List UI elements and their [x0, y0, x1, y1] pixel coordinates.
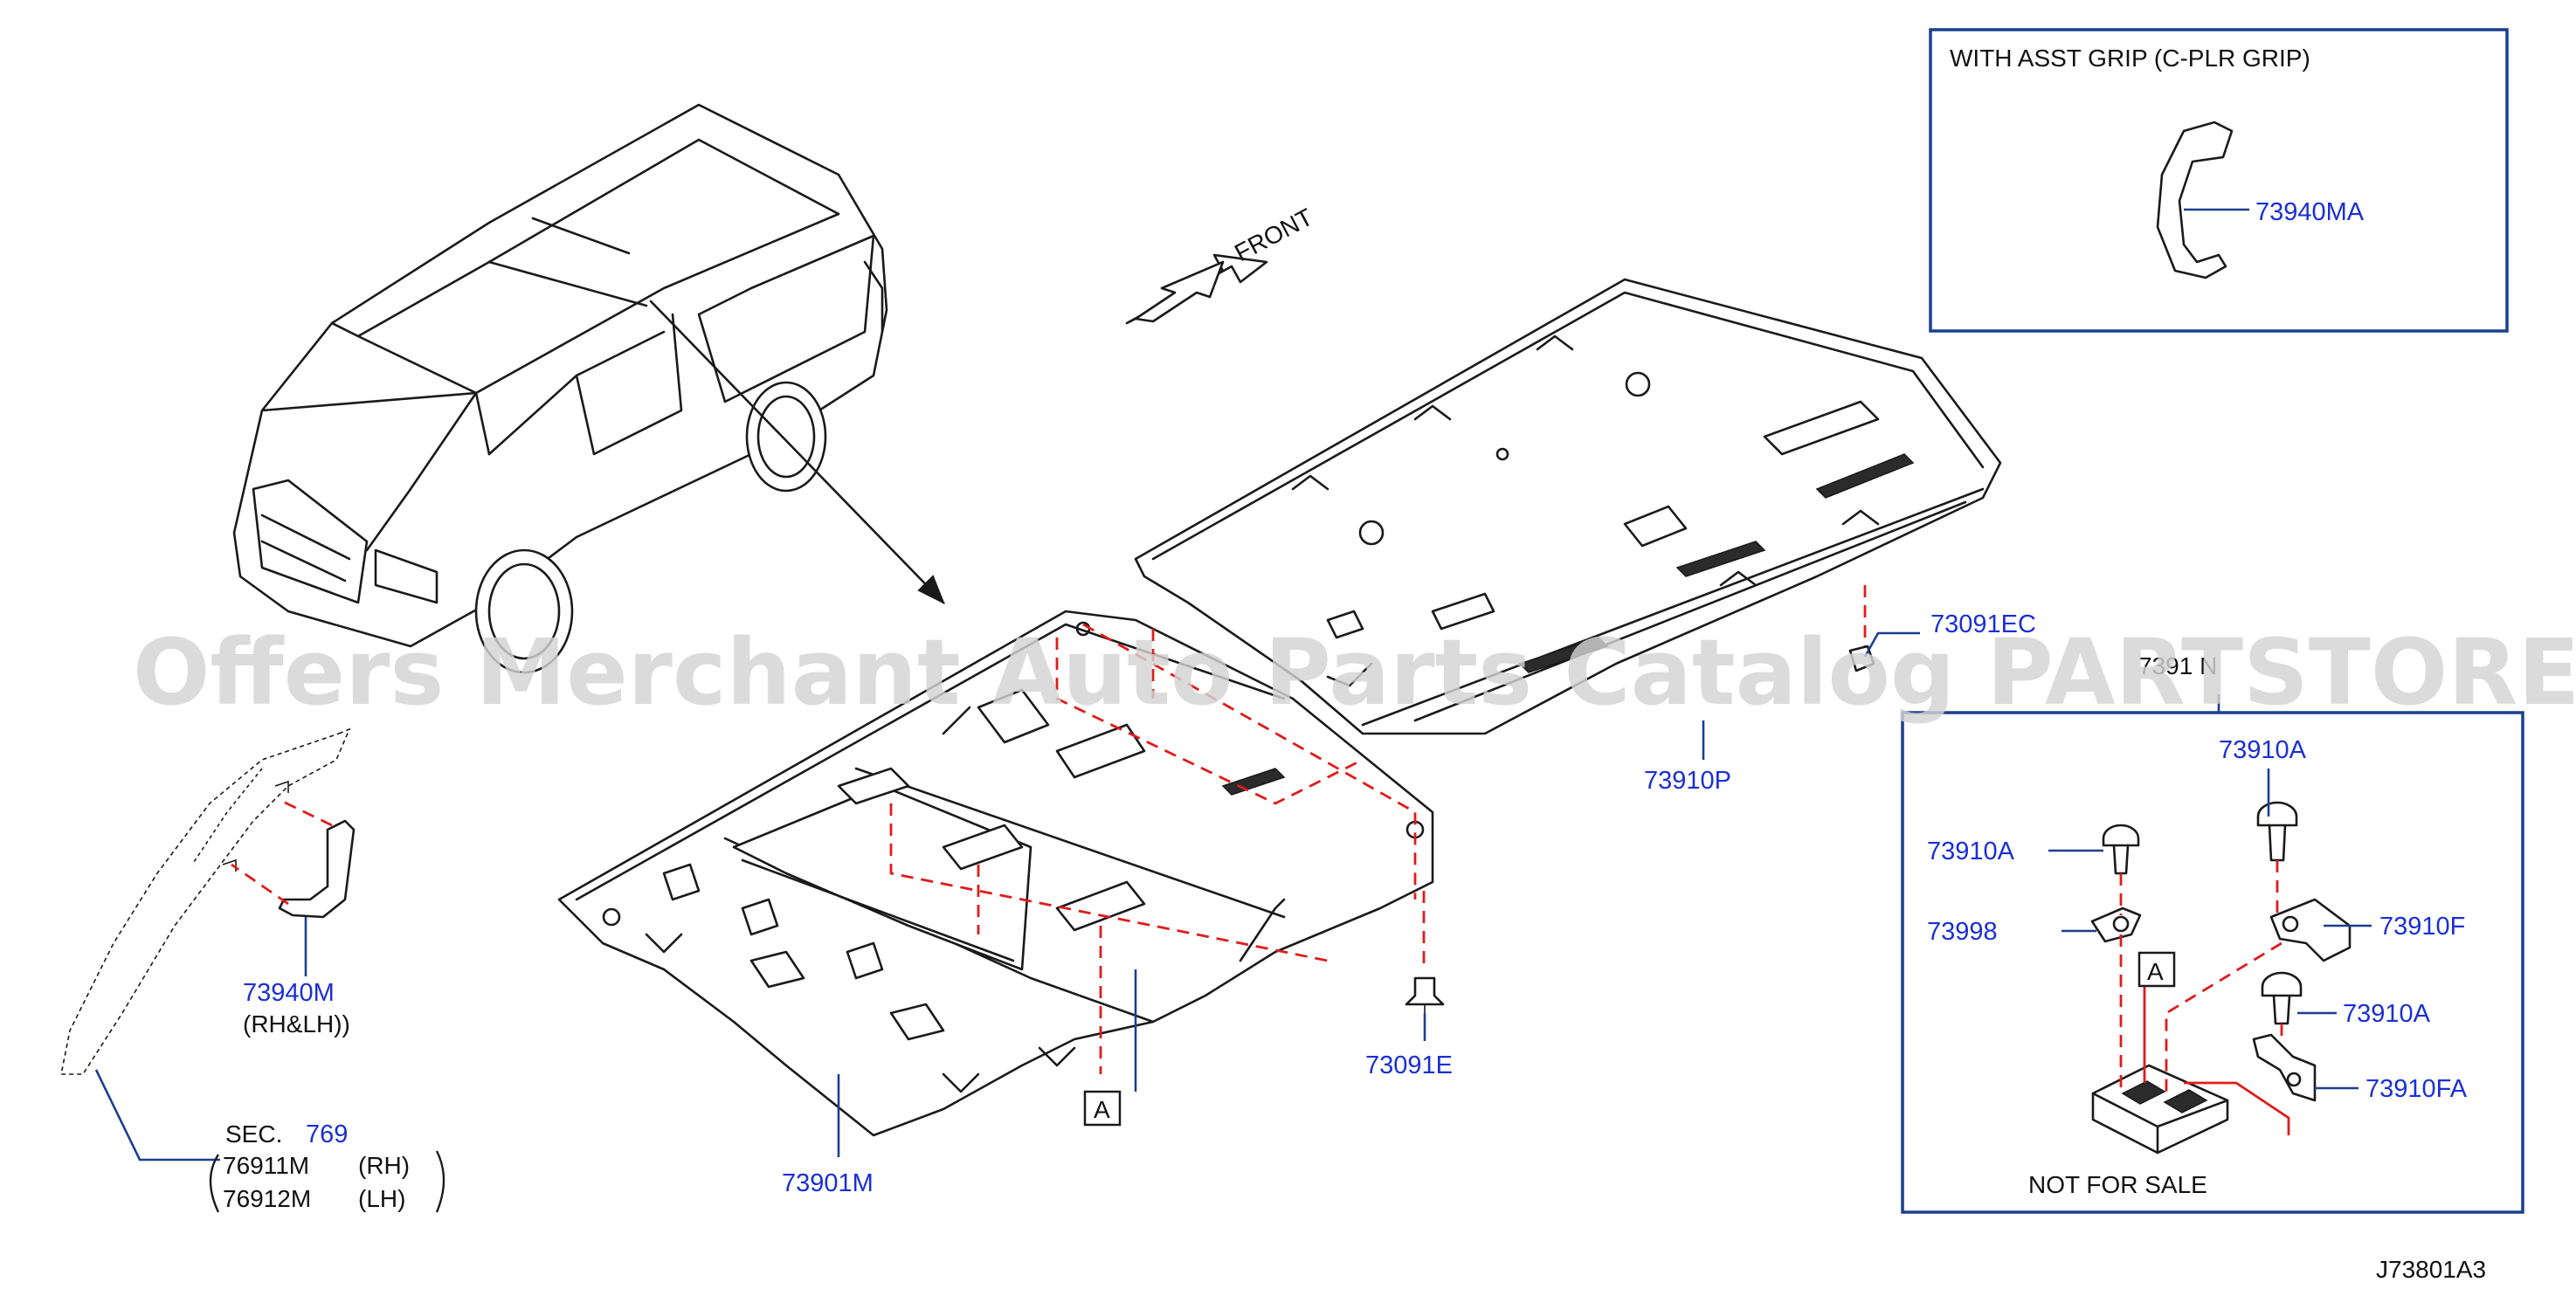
part-label-73910fa: 73910FA — [2365, 1075, 2468, 1103]
grip-73940m — [231, 797, 356, 919]
ref-marker-a-main: A — [1083, 1090, 1122, 1127]
part-label-73910f: 73910F — [2379, 913, 2465, 941]
clip-73091e — [1405, 976, 1445, 1013]
part-labels: 73901M 73910P 73091EC 73091E 73940M (RH&… — [209, 610, 2486, 1283]
part-label-73091e: 73091E — [1365, 1051, 1453, 1079]
part-label-73091ec: 73091EC — [1930, 610, 2036, 638]
front-label: FRONT — [1230, 203, 1317, 267]
part-side-lh: (LH) — [358, 1185, 405, 1212]
part-label-76912m: 76912M — [223, 1185, 311, 1212]
inset-hardware: 7391 N A NOT FOR SALE — [1901, 652, 2524, 1214]
part-label-73901m: 73901M — [782, 1169, 874, 1197]
part-label-73910a-left: 73910A — [1927, 838, 2015, 865]
part-label-73910a-top: 73910A — [2219, 736, 2307, 764]
part-label-73910p: 73910P — [1644, 767, 1731, 795]
part-label-76911m: 76911M — [223, 1152, 309, 1179]
part-label-73940m: 73940M — [243, 979, 335, 1007]
front-direction-arrow: FRONT — [1125, 203, 1317, 325]
headlining-lower — [557, 610, 1434, 1137]
diagram-code: J73801A3 — [2376, 1256, 2486, 1283]
van-illustration — [232, 103, 945, 674]
part-note-rh-lh: (RH&LH)) — [243, 1010, 350, 1037]
sec-prefix: SEC. — [225, 1120, 282, 1148]
part-label-73940ma: 73940MA — [2255, 198, 2365, 226]
alignment-lines — [889, 585, 1867, 1074]
svg-text:A: A — [1094, 1096, 1110, 1123]
part-label-73910a-right: 73910A — [2343, 1000, 2431, 1028]
inset-assist-grip: WITH ASST GRIP (C-PLR GRIP) 73940MA — [1929, 28, 2509, 333]
sec-number: 769 — [306, 1120, 348, 1148]
part-side-rh: (RH) — [358, 1152, 410, 1179]
inset-grip-heading: WITH ASST GRIP (C-PLR GRIP) — [1950, 45, 2310, 72]
roof-trim-upper — [1134, 278, 2002, 735]
watermark: Offers Merchant Auto Parts Catalog PARTS… — [133, 619, 2576, 726]
part-label-73998: 73998 — [1927, 918, 1998, 946]
ref-marker-a-inset: A — [2147, 958, 2164, 985]
inset-footer-not-for-sale: NOT FOR SALE — [2028, 1171, 2207, 1198]
leader-lines — [94, 631, 2372, 1162]
inset-hardware-header: 7391 N — [2138, 652, 2217, 679]
